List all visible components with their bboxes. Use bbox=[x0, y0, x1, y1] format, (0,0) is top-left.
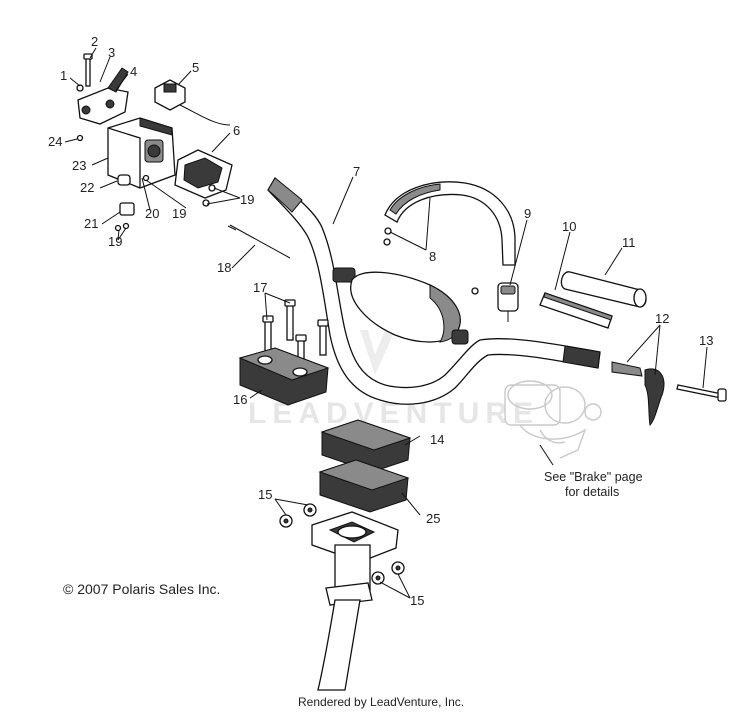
screw-small bbox=[76, 134, 84, 142]
throttle-clamp bbox=[497, 282, 519, 322]
washer bbox=[76, 84, 84, 92]
callout-3: 3 bbox=[108, 45, 115, 60]
handlebar-pad bbox=[350, 271, 469, 345]
callout-12: 12 bbox=[655, 311, 669, 326]
callout-19-middle: 19 bbox=[172, 206, 186, 221]
housing-cover bbox=[174, 149, 233, 199]
callout-21: 21 bbox=[84, 216, 98, 231]
callout-9: 9 bbox=[524, 206, 531, 221]
button bbox=[119, 202, 135, 216]
riser-clamp bbox=[320, 419, 412, 473]
throttle-cable bbox=[227, 224, 291, 259]
callout-25: 25 bbox=[426, 511, 440, 526]
callout-13: 13 bbox=[699, 333, 713, 348]
grip-sleeve bbox=[539, 292, 613, 329]
callout-5: 5 bbox=[192, 60, 199, 75]
callout-8: 8 bbox=[429, 249, 436, 264]
steering-stem bbox=[311, 511, 399, 691]
callout-6: 6 bbox=[233, 123, 240, 138]
callout-7: 7 bbox=[353, 164, 360, 179]
callout-17: 17 bbox=[253, 280, 267, 295]
callout-19-left: 19 bbox=[108, 234, 122, 249]
copyright-text: © 2007 Polaris Sales Inc. bbox=[63, 581, 220, 597]
callout-15-lower: 15 bbox=[410, 593, 424, 608]
brake-note-line2: for details bbox=[565, 485, 619, 499]
callout-23: 23 bbox=[72, 158, 86, 173]
screw bbox=[83, 53, 93, 87]
callout-15-upper: 15 bbox=[258, 487, 272, 502]
callout-16: 16 bbox=[233, 392, 247, 407]
callout-labels: 1 2 3 4 5 6 7 8 9 10 11 12 13 14 15 15 1… bbox=[48, 34, 713, 608]
callout-11: 11 bbox=[622, 235, 636, 250]
callout-19-right: 19 bbox=[240, 192, 254, 207]
callout-20: 20 bbox=[145, 206, 159, 221]
control-housing bbox=[107, 117, 176, 189]
callout-2: 2 bbox=[91, 34, 98, 49]
upper-clamp bbox=[238, 347, 330, 406]
brake-note-line1: See "Brake" page bbox=[544, 470, 643, 484]
switch-bracket bbox=[77, 67, 129, 125]
fasteners bbox=[114, 174, 216, 232]
grip bbox=[560, 271, 647, 308]
lever bbox=[611, 361, 665, 427]
callout-1: 1 bbox=[60, 68, 67, 83]
brake-assembly-ghost bbox=[504, 380, 602, 459]
lever-bolt bbox=[676, 384, 727, 402]
callout-22: 22 bbox=[80, 180, 94, 195]
cap bbox=[117, 174, 131, 186]
callout-4: 4 bbox=[130, 64, 137, 79]
footer-text: Rendered by LeadVenture, Inc. bbox=[298, 695, 464, 709]
callout-14: 14 bbox=[430, 432, 444, 447]
callout-24: 24 bbox=[48, 134, 62, 149]
watermark-logo-icon bbox=[360, 330, 395, 375]
callout-18: 18 bbox=[217, 260, 231, 275]
lower-clamp bbox=[318, 459, 410, 513]
handlebar bbox=[267, 176, 601, 405]
callout-10: 10 bbox=[562, 219, 576, 234]
nuts bbox=[279, 503, 405, 585]
switch-module bbox=[154, 79, 231, 126]
leader-lines bbox=[64, 47, 708, 599]
